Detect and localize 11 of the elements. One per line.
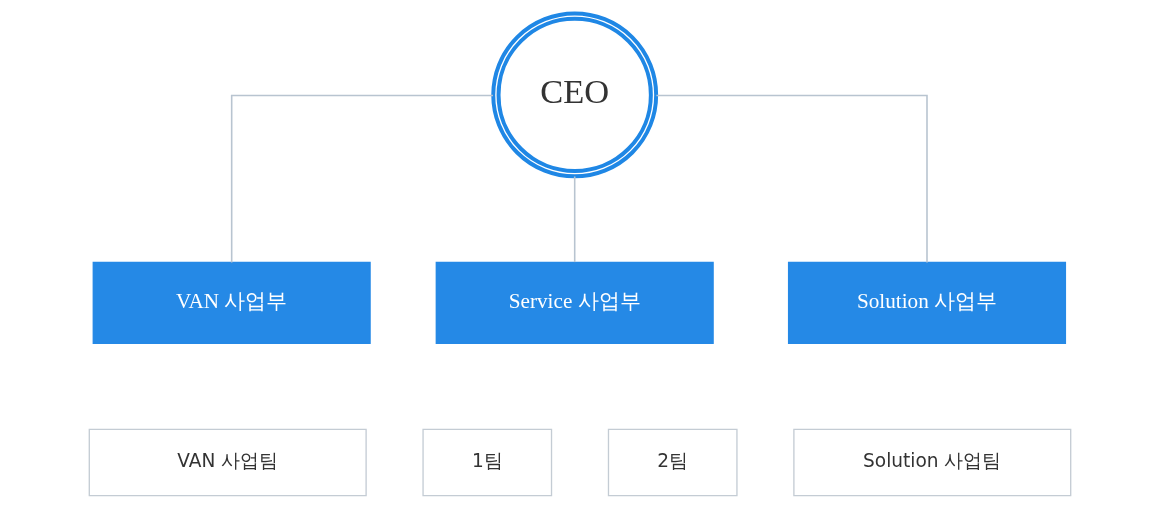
node-circle: CEO (491, 11, 659, 179)
node-box: 2팀 (607, 428, 738, 497)
connector (573, 175, 576, 263)
node-box: 1팀 (422, 428, 553, 497)
node-box: Service 사업부 (435, 261, 714, 344)
node-box: VAN 사업팀 (88, 428, 367, 497)
connector (230, 94, 494, 264)
node-box: Solution 사업팀 (793, 428, 1072, 497)
node-box: Solution 사업부 (787, 261, 1067, 344)
node-box: VAN 사업부 (92, 261, 371, 344)
connector (655, 94, 928, 264)
